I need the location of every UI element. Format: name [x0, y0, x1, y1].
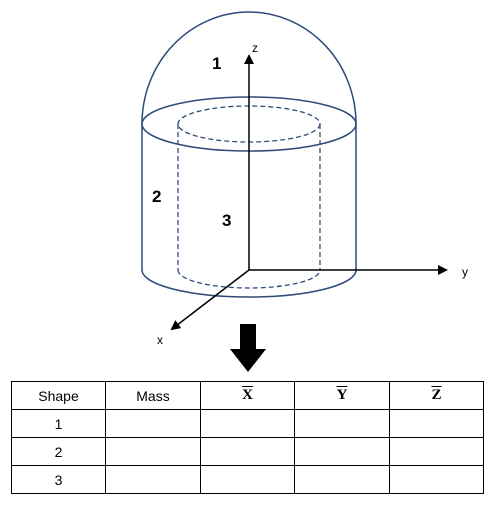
- cell-y-bar: [294, 409, 390, 438]
- cell-shape: 3: [11, 465, 106, 494]
- cell-shape: 2: [11, 437, 106, 466]
- properties-table: Shape Mass X Y Z 1 2: [11, 381, 484, 494]
- part-3-label: 3: [222, 211, 231, 230]
- hemisphere-outline: [141, 11, 357, 125]
- cell-shape: 1: [11, 409, 106, 438]
- cylinder-bottom-arc: [141, 269, 357, 298]
- x-axis: [170, 269, 250, 331]
- cell-mass: [105, 437, 201, 466]
- z-axis-label: z: [252, 41, 258, 55]
- cell-x-bar: [200, 409, 295, 438]
- header-mass: Mass: [105, 381, 201, 410]
- cell-z-bar: [389, 465, 484, 494]
- part-2-label: 2: [152, 187, 161, 206]
- header-z-bar: Z: [389, 381, 484, 410]
- inner-cylinder-bottom-arc: [177, 269, 321, 289]
- part-1-label: 1: [212, 54, 221, 73]
- composite-body-diagram: z y x 1 2 3: [141, 11, 468, 372]
- header-x-bar: X: [200, 381, 295, 410]
- cell-y-bar: [294, 437, 390, 466]
- header-y-bar: Y: [294, 381, 390, 410]
- x-bar-symbol: X: [242, 387, 253, 403]
- header-shape: Shape: [11, 381, 106, 410]
- cell-mass: [105, 465, 201, 494]
- cell-y-bar: [294, 465, 390, 494]
- properties-table-container: Shape Mass X Y Z 1 2: [11, 381, 484, 494]
- cell-x-bar: [200, 465, 295, 494]
- cell-mass: [105, 409, 201, 438]
- table-row: 1: [11, 409, 484, 438]
- cell-z-bar: [389, 409, 484, 438]
- table-header-row: Shape Mass X Y Z: [11, 381, 484, 410]
- cell-z-bar: [389, 437, 484, 466]
- table-row: 2: [11, 437, 484, 466]
- x-axis-label: x: [157, 333, 163, 347]
- table-row: 3: [11, 465, 484, 494]
- down-arrow-icon: [230, 324, 266, 372]
- z-bar-symbol: Z: [431, 387, 442, 403]
- cell-x-bar: [200, 437, 295, 466]
- y-bar-symbol: Y: [336, 387, 348, 403]
- y-axis-label: y: [462, 265, 468, 279]
